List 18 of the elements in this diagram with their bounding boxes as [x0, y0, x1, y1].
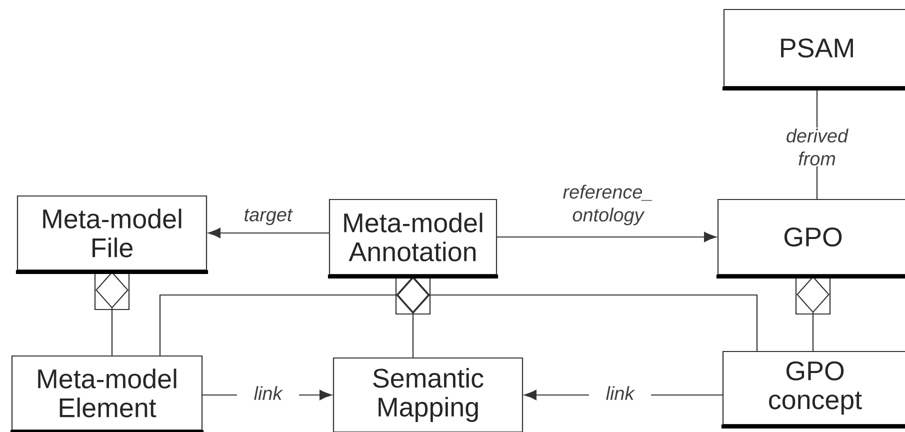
arrow [496, 232, 716, 242]
edge-label: reference_ ontology [563, 184, 652, 226]
class-box: Semantic Mapping [332, 357, 524, 432]
class-box: GPO concept [721, 350, 905, 429]
class-box: Meta-model Element [10, 355, 204, 432]
class-box: PSAM [722, 8, 905, 91]
aggregation-connector [159, 276, 430, 356]
class-box: GPO [716, 198, 905, 279]
edge-label: link [237, 385, 299, 401]
edge-label: target [244, 208, 293, 226]
class-box: Meta-model Annotation [328, 198, 498, 279]
aggregation-connector [796, 276, 830, 352]
class-box: Meta-model File [16, 195, 208, 274]
edge-label: derived from [776, 128, 858, 166]
arrow [208, 228, 330, 238]
edge-label: link [589, 385, 651, 401]
aggregation-connector [396, 276, 758, 352]
aggregation-connector [96, 272, 128, 356]
